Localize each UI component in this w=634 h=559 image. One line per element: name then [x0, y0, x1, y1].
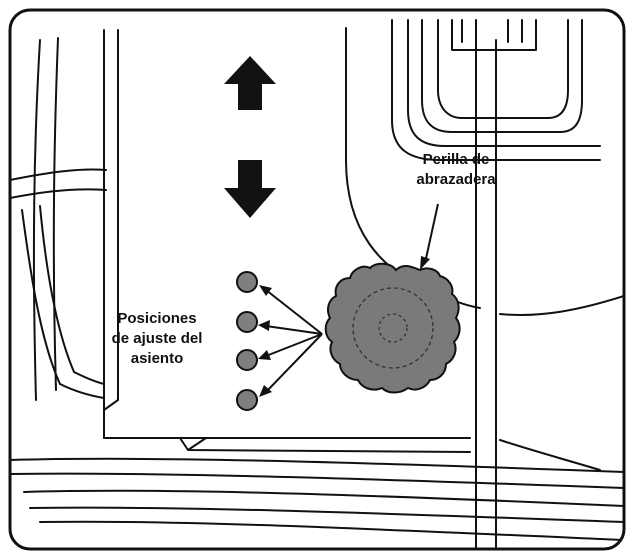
seat-position-holes	[236, 271, 258, 411]
lower-bracket	[499, 439, 601, 471]
seat-post-plate	[103, 29, 471, 439]
seat-positions-label: Posiciones de ajuste del asiento	[98, 309, 216, 369]
seat-position-hole	[236, 311, 258, 333]
seat-positions-label-line-1: Posiciones	[117, 310, 197, 327]
clamp-knob-label-line-2: abrazadera	[416, 171, 496, 188]
clamp-knob-label-line-1: Perilla de	[422, 151, 490, 168]
rounded-frame-border	[8, 8, 626, 551]
vertical-post	[475, 39, 497, 549]
seat-position-hole	[236, 349, 258, 371]
lower-tubes	[10, 437, 624, 541]
seat-position-hole	[236, 389, 258, 411]
position-pointer-arrows	[258, 285, 323, 397]
seat-position-hole	[236, 271, 258, 293]
left-frame-tubes	[10, 37, 107, 401]
seat-positions-label-line-3: asiento	[130, 350, 184, 367]
up-arrow-icon	[224, 56, 276, 110]
down-arrow-icon	[224, 160, 276, 218]
seat-rails	[391, 19, 601, 161]
seat-positions-label-line-2: de ajuste del	[111, 330, 203, 347]
clamp-label-arrow	[420, 203, 439, 270]
clamp-knob-label: Perilla de abrazadera	[396, 150, 516, 190]
clamp-knob	[324, 262, 461, 394]
